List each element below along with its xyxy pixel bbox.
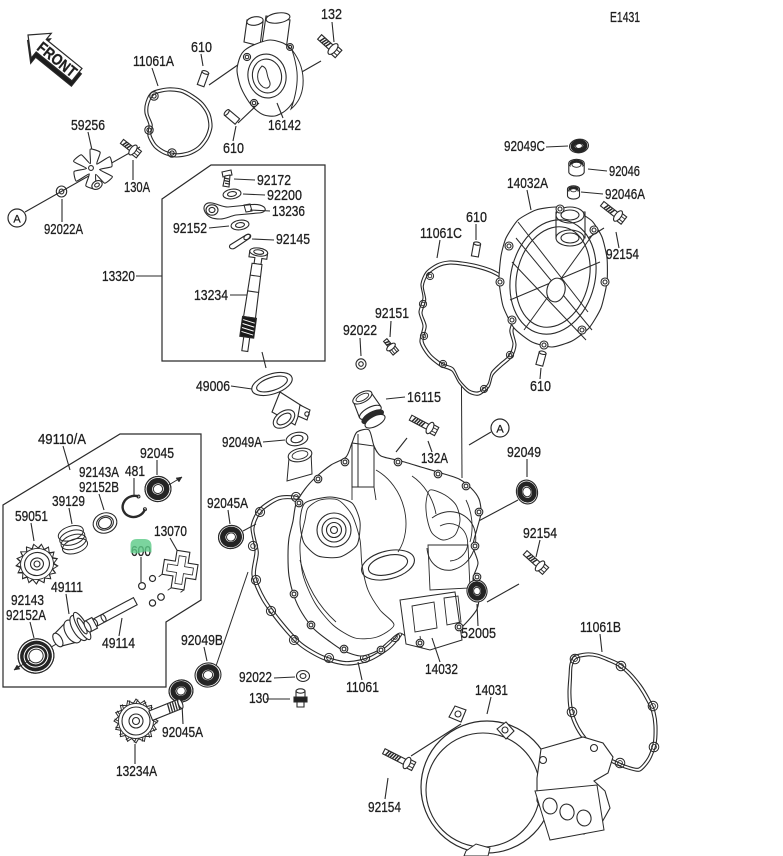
svg-text:92172: 92172: [257, 172, 291, 189]
svg-text:92049: 92049: [507, 444, 541, 461]
svg-text:92045A: 92045A: [162, 724, 203, 741]
svg-text:92143: 92143: [11, 592, 44, 609]
svg-text:92049A: 92049A: [222, 434, 262, 451]
svg-text:14032A: 14032A: [507, 175, 548, 192]
svg-text:610: 610: [466, 209, 487, 226]
svg-text:92046: 92046: [609, 163, 640, 180]
svg-text:11061C: 11061C: [420, 225, 462, 242]
svg-text:92145: 92145: [276, 231, 310, 248]
svg-text:92154: 92154: [523, 525, 557, 542]
svg-text:130: 130: [249, 690, 269, 707]
svg-text:16142: 16142: [268, 117, 301, 134]
svg-text:13236: 13236: [272, 203, 305, 220]
svg-text:92154: 92154: [368, 799, 401, 816]
svg-text:11061B: 11061B: [580, 619, 621, 636]
svg-text:92045: 92045: [140, 445, 174, 462]
svg-text:92152A: 92152A: [6, 607, 46, 624]
svg-text:130A: 130A: [124, 179, 150, 196]
svg-text:16115: 16115: [407, 389, 441, 406]
svg-text:49111: 49111: [51, 579, 83, 596]
svg-text:52005: 52005: [461, 625, 496, 642]
svg-text:13234A: 13234A: [116, 763, 157, 780]
svg-text:92049B: 92049B: [181, 632, 223, 649]
svg-text:92022: 92022: [239, 669, 272, 686]
svg-text:11061A: 11061A: [133, 53, 174, 70]
svg-text:A: A: [13, 214, 21, 226]
svg-text:11061: 11061: [346, 679, 379, 696]
svg-text:49114: 49114: [102, 635, 135, 652]
svg-text:13320: 13320: [102, 268, 135, 285]
svg-text:14031: 14031: [475, 682, 508, 699]
svg-text:92022: 92022: [343, 322, 377, 339]
svg-text:39129: 39129: [52, 493, 85, 510]
svg-text:49110/A: 49110/A: [38, 431, 86, 448]
svg-text:59256: 59256: [71, 117, 105, 134]
svg-text:132: 132: [321, 6, 342, 23]
svg-text:13234: 13234: [194, 287, 228, 304]
svg-text:92045A: 92045A: [207, 495, 248, 512]
svg-text:14032: 14032: [425, 661, 458, 678]
svg-text:92152: 92152: [173, 220, 207, 237]
svg-text:92152B: 92152B: [79, 479, 119, 496]
svg-text:59051: 59051: [15, 508, 48, 525]
svg-text:49006: 49006: [196, 378, 230, 395]
svg-text:132A: 132A: [421, 450, 448, 467]
svg-text:92022A: 92022A: [44, 221, 83, 238]
svg-text:610: 610: [191, 39, 212, 56]
svg-text:92200: 92200: [267, 187, 302, 204]
svg-text:92046A: 92046A: [605, 186, 645, 203]
svg-text:92154: 92154: [606, 246, 639, 263]
svg-text:481: 481: [125, 463, 145, 480]
svg-text:610: 610: [530, 378, 551, 395]
svg-text:92049C: 92049C: [504, 138, 545, 155]
svg-text:92143A: 92143A: [79, 464, 119, 481]
svg-text:92151: 92151: [375, 305, 409, 322]
svg-text:A: A: [496, 424, 504, 436]
svg-text:E1431: E1431: [610, 9, 640, 26]
svg-text:610: 610: [223, 140, 244, 157]
svg-text:13070: 13070: [154, 523, 187, 540]
